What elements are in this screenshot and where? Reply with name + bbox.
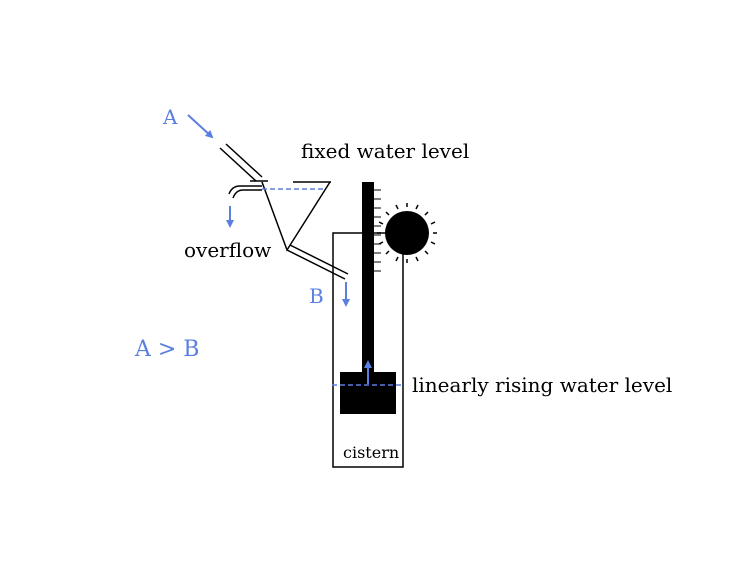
overflow-label: overflow	[184, 238, 271, 262]
overflow-spout	[228, 185, 262, 199]
rising-water-level-label: linearly rising water level	[412, 373, 672, 397]
indicator-rod	[362, 182, 374, 374]
outflow-label-b: B	[309, 284, 324, 308]
inflow-arrow	[187, 114, 214, 139]
fixed-water-level-label: fixed water level	[301, 139, 469, 163]
gear-wheel	[377, 203, 437, 263]
flow-relation-label: A > B	[134, 337, 199, 362]
cistern-label: cistern	[343, 443, 399, 462]
rack-teeth	[374, 189, 381, 272]
funnel-vessel	[261, 181, 331, 252]
inflow-pipe	[219, 143, 268, 182]
outlet-pipe	[286, 244, 349, 280]
inflow-label-a: A	[162, 105, 178, 129]
